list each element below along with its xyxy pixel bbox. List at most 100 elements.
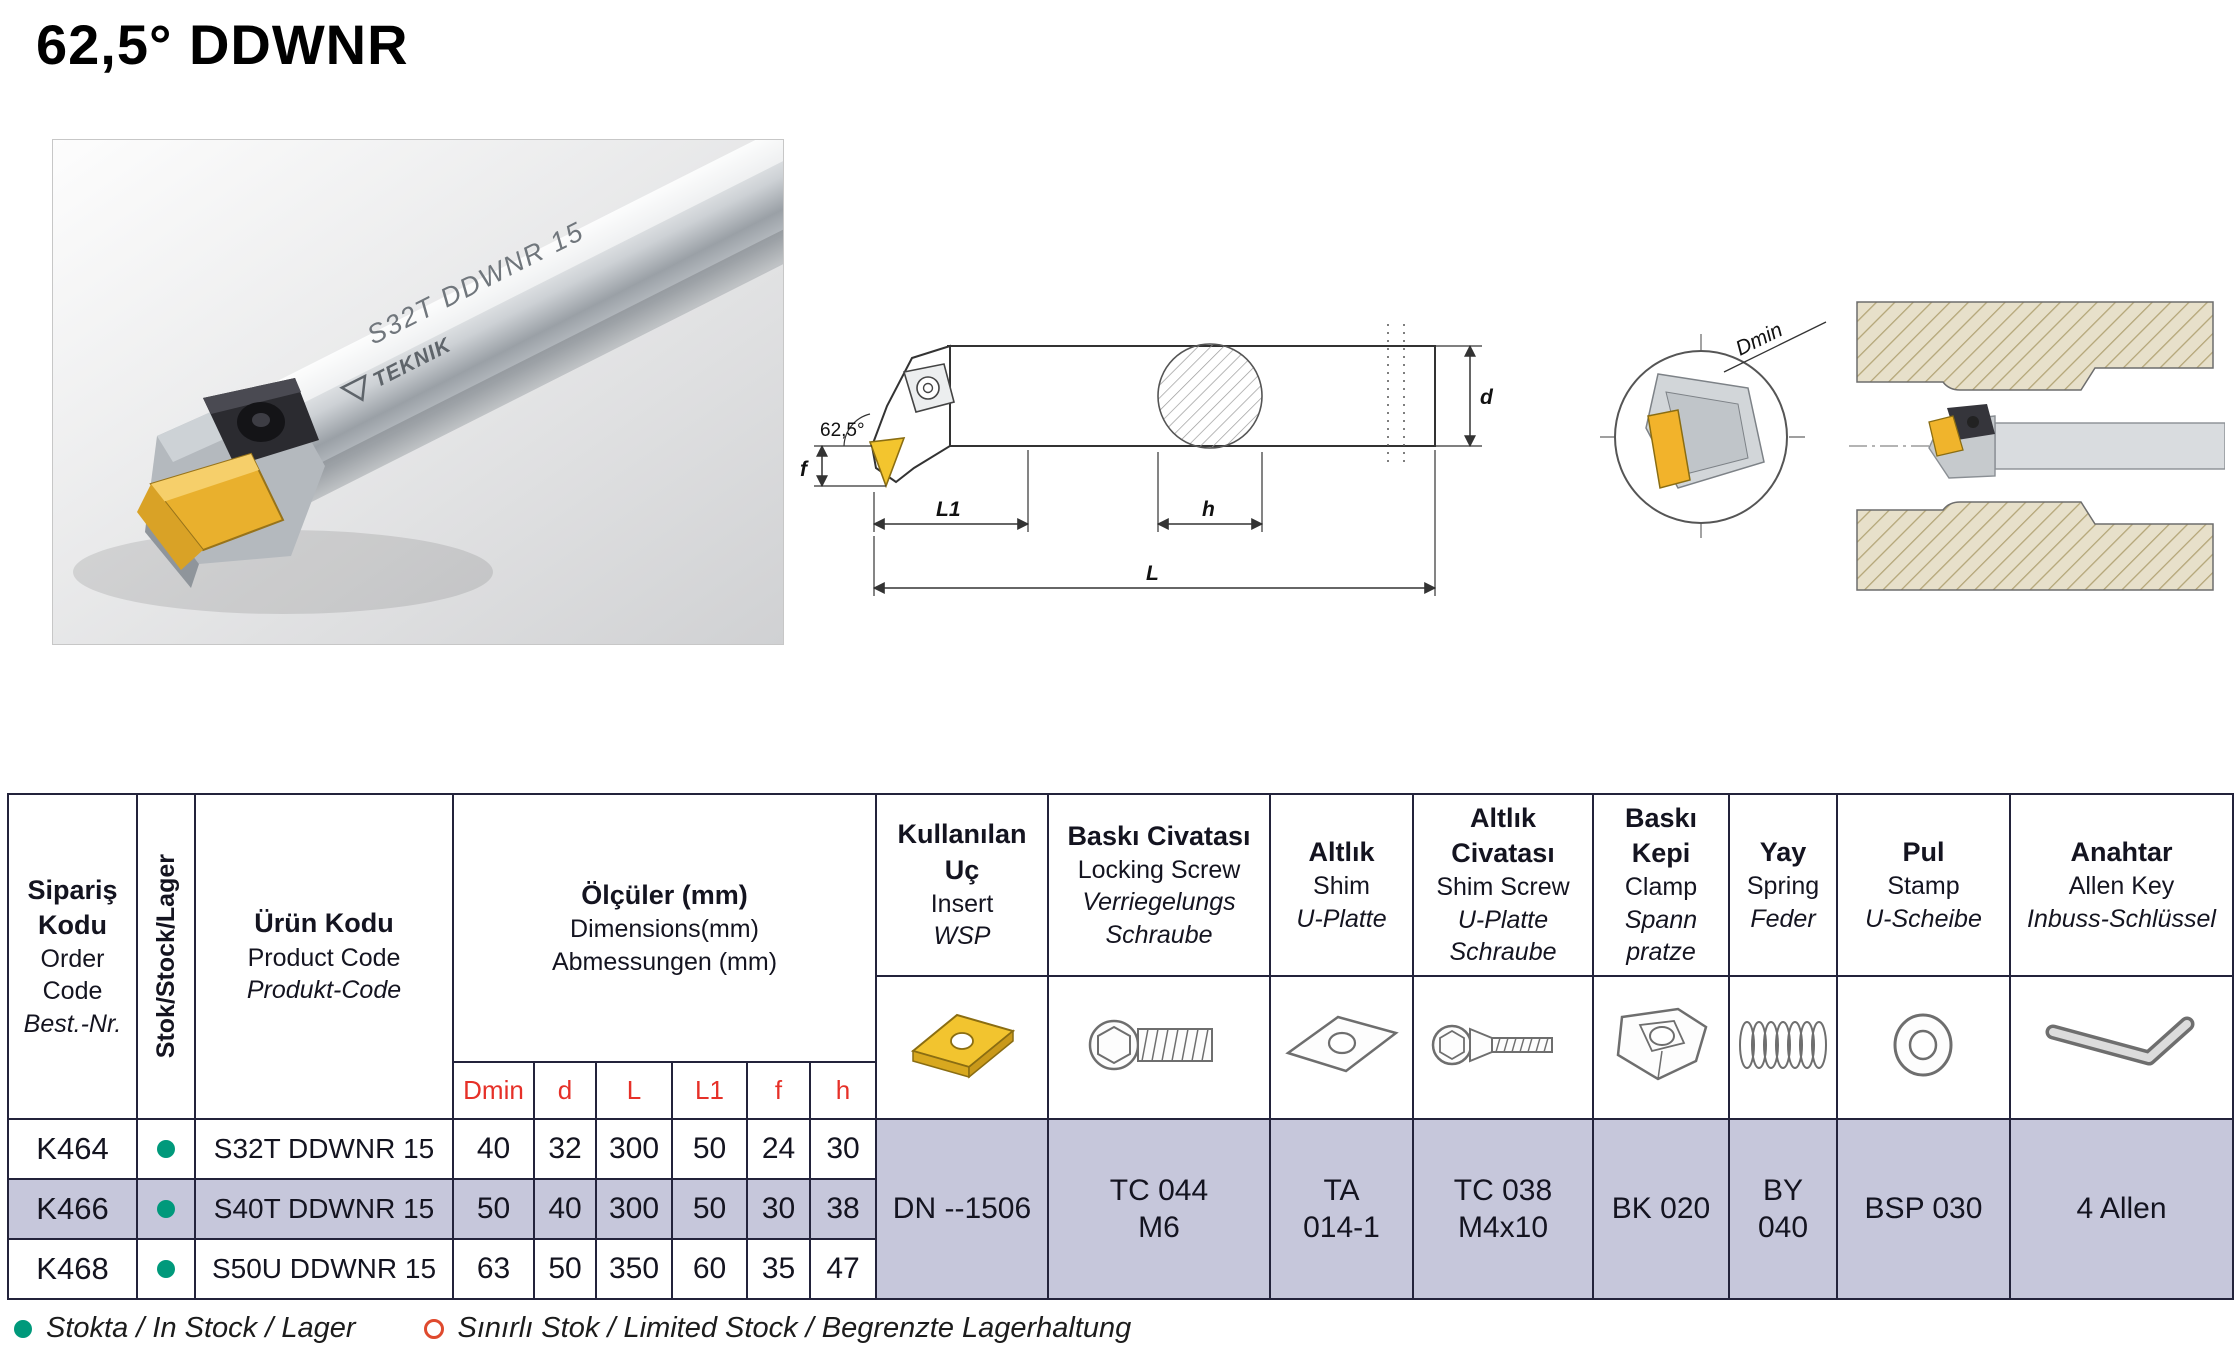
allen-key-icon bbox=[2045, 1016, 2194, 1066]
locking-screw-icon bbox=[1088, 1019, 1213, 1071]
dim-cell: 60 bbox=[671, 1238, 748, 1300]
icon-cell-shim bbox=[1269, 975, 1414, 1120]
spring-icon bbox=[1739, 1021, 1827, 1069]
icon-cell-spring bbox=[1728, 975, 1838, 1120]
product-photo-image: S32T DDWNR 15 TEKNIK bbox=[53, 140, 783, 644]
dim-cell: 50 bbox=[452, 1178, 535, 1240]
product-code-cell: S50U DDWNR 15 bbox=[194, 1238, 454, 1300]
icon-cell-shim-screw bbox=[1412, 975, 1594, 1120]
shared-shim-cell: TA 014-1 bbox=[1269, 1118, 1414, 1300]
col-header-product-code: Ürün Kodu Product Code Produkt-Code bbox=[194, 793, 454, 1120]
icon-cell-stamp bbox=[1836, 975, 2011, 1120]
dim-cell: 30 bbox=[809, 1118, 877, 1180]
washer-icon bbox=[1893, 1013, 1953, 1077]
stock-legend: Stokta / In Stock / Lager Sınırlı Stok /… bbox=[14, 1312, 1131, 1345]
product-photo: S32T DDWNR 15 TEKNIK bbox=[52, 139, 784, 645]
dim-cell: 63 bbox=[452, 1238, 535, 1300]
shared-insert-cell: DN --1506 bbox=[875, 1118, 1049, 1300]
page-title: 62,5° DDWNR bbox=[36, 13, 409, 76]
in-stock-dot bbox=[157, 1139, 175, 1158]
shim-screw-icon bbox=[1431, 1024, 1553, 1066]
col-header-stock: Stok/Stock/Lager bbox=[136, 793, 196, 1120]
limited-stock-label: Sınırlı Stok / Limited Stock / Begrenzte… bbox=[457, 1312, 1132, 1344]
limited-stock-legend-dot bbox=[423, 1318, 444, 1339]
insert-icon bbox=[910, 1013, 1015, 1079]
in-stock-dot bbox=[157, 1199, 175, 1218]
dim-cell: 35 bbox=[746, 1238, 811, 1300]
col-header-spring: Yay Spring Feder bbox=[1728, 793, 1838, 977]
dim-subheader-dmin: Dmin bbox=[452, 1061, 535, 1120]
col-header-allen-key: Anahtar Allen Key Inbuss-Schlüssel bbox=[2009, 793, 2234, 977]
clamp-icon bbox=[1616, 1007, 1707, 1080]
dim-subheader-h: h bbox=[809, 1061, 877, 1120]
col-header-stamp: Pul Stamp U-Scheibe bbox=[1836, 793, 2011, 977]
application-drawing bbox=[1849, 301, 2225, 591]
col-header-insert: Kullanılan Uç Insert WSP bbox=[875, 793, 1049, 977]
dim-cell: 38 bbox=[809, 1178, 877, 1240]
in-stock-legend-dot bbox=[14, 1319, 32, 1338]
col-header-clamp: Baskı Kepi Clamp Spann pratze bbox=[1592, 793, 1730, 977]
shared-stamp-cell: BSP 030 bbox=[1836, 1118, 2011, 1300]
dim-cell: 300 bbox=[595, 1178, 673, 1240]
col-header-order-code: Sipariş Kodu Order Code Best.-Nr. bbox=[7, 793, 138, 1120]
dim-label-L1: L1 bbox=[936, 498, 961, 521]
table-row: K466 S40T DDWNR 15 50 40 300 50 30 38 bbox=[7, 1178, 2233, 1240]
shim-icon bbox=[1284, 1015, 1399, 1073]
dim-label-d: d bbox=[1480, 386, 1494, 409]
order-code-cell: K466 bbox=[7, 1178, 138, 1240]
dim-cell: 40 bbox=[452, 1118, 535, 1180]
workpiece-lower bbox=[1856, 501, 2214, 591]
product-code-cell: S40T DDWNR 15 bbox=[194, 1178, 454, 1240]
gold-insert-in-bore bbox=[1928, 415, 1964, 457]
table-row: K464 S32T DDWNR 15 40 32 300 50 24 30 DN… bbox=[7, 1118, 2234, 1300]
col-header-dimensions: Ölçüler (mm) Dimensions(mm) Abmessungen … bbox=[452, 793, 877, 1063]
icon-cell-clamp bbox=[1592, 975, 1730, 1120]
shared-spring-cell: BY 040 bbox=[1728, 1118, 1838, 1300]
gold-insert-section bbox=[1647, 409, 1691, 489]
stock-cell bbox=[136, 1178, 196, 1240]
dim-label-h: h bbox=[1202, 498, 1215, 521]
dim-cell: 50 bbox=[533, 1238, 597, 1300]
order-code-cell: K464 bbox=[7, 1118, 138, 1180]
in-stock-label: Stokta / In Stock / Lager bbox=[46, 1312, 356, 1344]
stock-cell bbox=[136, 1118, 196, 1180]
product-code-cell: S32T DDWNR 15 bbox=[194, 1118, 454, 1180]
dim-cell: 40 bbox=[533, 1178, 597, 1240]
order-code-cell: K468 bbox=[7, 1238, 138, 1300]
table-row: K468 S50U DDWNR 15 63 50 350 60 35 47 bbox=[7, 1238, 2233, 1300]
in-stock-dot bbox=[157, 1259, 175, 1278]
col-header-shim-screw: Altlık Civatası Shim Screw U-Platte Schr… bbox=[1412, 793, 1594, 977]
dim-subheader-l: L bbox=[595, 1061, 673, 1120]
dim-cell: 350 bbox=[595, 1238, 673, 1300]
dim-cell: 50 bbox=[671, 1118, 748, 1180]
icon-cell-allen-key bbox=[2009, 975, 2234, 1120]
workpiece-upper bbox=[1856, 301, 2214, 391]
col-header-shim: Altlık Shim U-Platte bbox=[1269, 793, 1414, 977]
col-header-locking-screw: Baskı Civatası Locking Screw Verriegelun… bbox=[1047, 793, 1271, 977]
dmin-detail-drawing: Dmin bbox=[1600, 318, 1827, 538]
dim-cell: 30 bbox=[746, 1178, 811, 1240]
icon-cell-insert bbox=[875, 975, 1049, 1120]
product-table: Sipariş Kodu Order Code Best.-Nr. Stok/S… bbox=[7, 793, 2234, 1300]
shared-allen-key-cell: 4 Allen bbox=[2009, 1118, 2234, 1300]
icon-cell-locking-screw bbox=[1047, 975, 1271, 1120]
boring-bar bbox=[210, 140, 783, 525]
dim-subheader-f: f bbox=[746, 1061, 811, 1120]
dim-subheader-l1: L1 bbox=[671, 1061, 748, 1120]
dim-subheader-d: d bbox=[533, 1061, 597, 1120]
insert-in-drawing bbox=[868, 437, 906, 489]
dim-cell: 50 bbox=[671, 1178, 748, 1240]
side-view-drawing: f 62,5° L1 h d L bbox=[800, 324, 1494, 596]
dim-cell: 24 bbox=[746, 1118, 811, 1180]
shared-clamp-cell: BK 020 bbox=[1592, 1118, 1730, 1300]
dim-label-L: L bbox=[1146, 562, 1159, 585]
dim-label-f: f bbox=[800, 458, 809, 481]
dim-label-angle: 62,5° bbox=[820, 420, 865, 441]
dim-cell: 32 bbox=[533, 1118, 597, 1180]
shared-locking-screw-cell: TC 044 M6 bbox=[1047, 1118, 1271, 1300]
stock-cell bbox=[136, 1238, 196, 1300]
shared-shim-screw-cell: TC 038 M4x10 bbox=[1412, 1118, 1594, 1300]
tool-head bbox=[137, 378, 325, 588]
dim-cell: 300 bbox=[595, 1118, 673, 1180]
dim-cell: 47 bbox=[809, 1238, 877, 1300]
